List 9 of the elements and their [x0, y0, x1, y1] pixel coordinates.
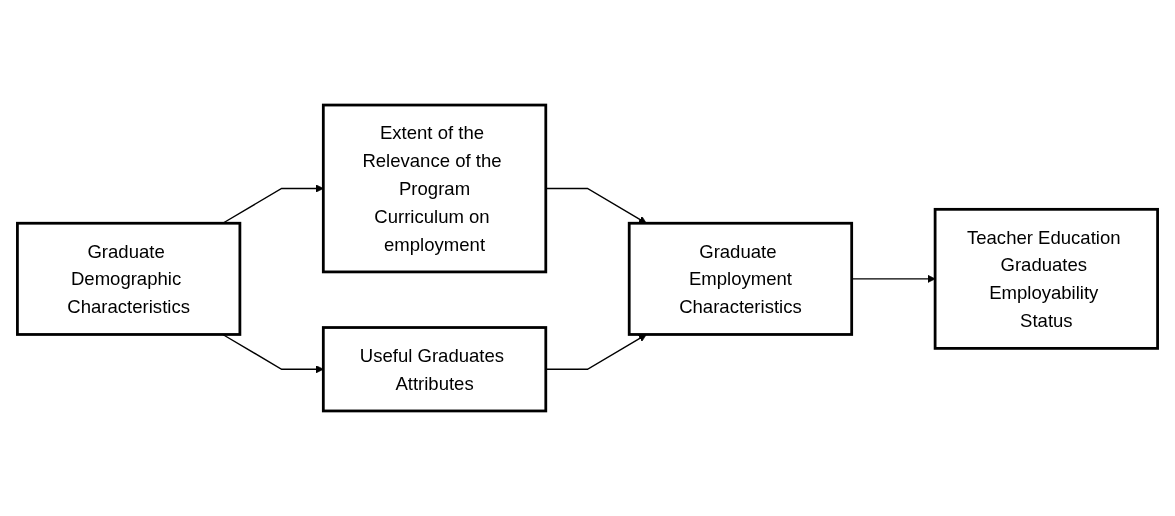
arrow [851, 274, 936, 283]
node-box: Extent of the Relevance of the Program Curriculum on employment [321, 103, 548, 274]
arrow [545, 334, 647, 370]
node-box: Useful Graduates Attributes [321, 326, 548, 413]
arrow [222, 184, 324, 224]
node-box: Graduate Demographic Characteristics [16, 221, 242, 336]
arrow [545, 187, 647, 224]
node-box: Graduate Employment Characteristics [627, 221, 854, 336]
node-box: Teacher Education Graduates Employability Status [933, 207, 1159, 350]
